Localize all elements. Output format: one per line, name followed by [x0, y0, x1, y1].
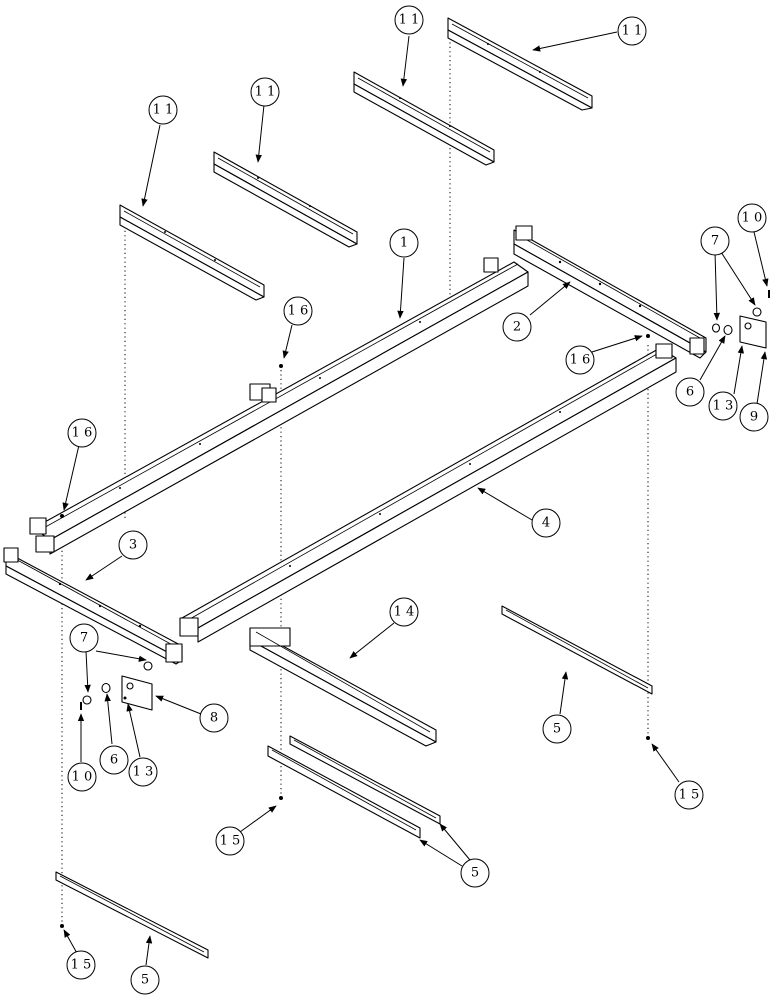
- leader-lines: [62, 31, 769, 966]
- callout-16-right: 1 6: [565, 345, 595, 375]
- callout-9: 9: [739, 402, 769, 432]
- cross-member-part-3: [3, 547, 183, 665]
- callout-15-left: 1 5: [66, 950, 96, 980]
- callout-11-second: 1 1: [394, 5, 424, 35]
- svg-text:1 1: 1 1: [153, 103, 174, 118]
- bolt-part-16-left: [60, 514, 64, 518]
- callout-5-center: 5: [460, 858, 490, 888]
- svg-text:6: 6: [686, 385, 694, 400]
- washer-part-7-left-a: [82, 695, 92, 705]
- svg-text:3: 3: [129, 538, 137, 553]
- callout-8: 8: [199, 703, 229, 733]
- callout-14: 1 4: [389, 597, 419, 627]
- callout-13-left: 1 3: [128, 757, 158, 787]
- svg-text:1 0: 1 0: [742, 211, 763, 226]
- svg-text:1 3: 1 3: [713, 399, 734, 414]
- rail-part-11-top-right: [447, 17, 593, 111]
- long-rail-part-4: [179, 343, 677, 643]
- pin-part-10-left: [80, 702, 82, 710]
- svg-text:5: 5: [553, 722, 561, 737]
- svg-text:8: 8: [210, 711, 218, 726]
- long-rail-part-1: [29, 257, 529, 555]
- bolt-part-16-right: [646, 334, 650, 338]
- rail-part-11-third: [213, 151, 358, 248]
- svg-text:1 3: 1 3: [133, 765, 154, 780]
- washer-part-7-left-b: [143, 661, 153, 671]
- callout-11-left: 1 1: [148, 95, 178, 125]
- svg-text:1 6: 1 6: [288, 304, 309, 319]
- callout-10-right: 1 0: [737, 203, 767, 233]
- callout-5-right: 5: [542, 714, 572, 744]
- callout-7-right: 7: [700, 226, 730, 256]
- callout-16-center: 1 6: [283, 296, 313, 326]
- bolt-part-15-center: [279, 796, 283, 800]
- hardware-left-group: [80, 661, 153, 711]
- svg-text:1 5: 1 5: [220, 834, 241, 849]
- callout-15-center: 1 5: [215, 826, 245, 856]
- rail-part-11-left: [119, 204, 265, 301]
- hardware-right-group: [711, 290, 770, 349]
- svg-text:6: 6: [110, 753, 118, 768]
- svg-text:1 1: 1 1: [399, 13, 420, 28]
- callout-11-third: 1 1: [250, 77, 280, 107]
- svg-text:4: 4: [542, 516, 550, 531]
- slat-part-5-left: [55, 871, 209, 959]
- cross-member-part-2: [513, 225, 707, 359]
- callout-13-right: 1 3: [708, 391, 738, 421]
- svg-text:7: 7: [80, 631, 88, 646]
- plate-part-9: [739, 315, 767, 349]
- callout-6-right: 6: [675, 377, 705, 407]
- fastener-dots: [60, 334, 650, 928]
- rail-part-11-second: [353, 71, 495, 166]
- svg-text:1 1: 1 1: [255, 85, 276, 100]
- callout-4: 4: [531, 508, 561, 538]
- bushing-part-6-right: [723, 324, 733, 336]
- svg-text:1 5: 1 5: [679, 788, 700, 803]
- callout-11-top-right: 1 1: [617, 16, 647, 46]
- brace-part-14: [249, 627, 437, 747]
- washer-part-7-right-b: [752, 307, 762, 317]
- svg-text:9: 9: [750, 410, 758, 425]
- svg-text:5: 5: [141, 973, 149, 988]
- callout-5-left: 5: [130, 965, 160, 995]
- callout-16-left: 1 6: [67, 418, 97, 448]
- slat-part-5-right: [501, 605, 653, 695]
- plate-part-8: [121, 675, 153, 711]
- svg-text:1 0: 1 0: [72, 770, 93, 785]
- svg-text:5: 5: [471, 866, 479, 881]
- bolt-part-15-left: [60, 924, 64, 928]
- callout-10-left: 1 0: [67, 762, 97, 792]
- callout-2: 2: [502, 312, 532, 342]
- svg-text:1 6: 1 6: [72, 426, 93, 441]
- callout-balloons: 1 1 1 1 1 1 1 1 1 1 6 1 6 1 6: [66, 5, 769, 995]
- pin-part-10-right: [768, 290, 770, 298]
- svg-text:1: 1: [400, 236, 408, 251]
- callout-15-right: 1 5: [674, 780, 704, 810]
- callout-1: 1: [389, 228, 419, 258]
- bolt-part-15-right: [646, 736, 650, 740]
- callout-7-left: 7: [69, 623, 99, 653]
- svg-text:1 6: 1 6: [570, 353, 591, 368]
- slat-part-5-center-lower: [267, 745, 421, 839]
- callout-6-left: 6: [99, 745, 129, 775]
- svg-text:1 5: 1 5: [71, 958, 92, 973]
- washer-part-7-right-a: [711, 323, 721, 333]
- bushing-part-6-left: [101, 682, 111, 694]
- bolt-part-16-center: [279, 364, 283, 368]
- svg-text:2: 2: [513, 320, 521, 335]
- svg-text:1 1: 1 1: [622, 24, 643, 39]
- svg-text:7: 7: [711, 234, 719, 249]
- svg-text:1 4: 1 4: [394, 605, 415, 620]
- callout-3: 3: [118, 530, 148, 560]
- alignment-lines: [61, 38, 649, 925]
